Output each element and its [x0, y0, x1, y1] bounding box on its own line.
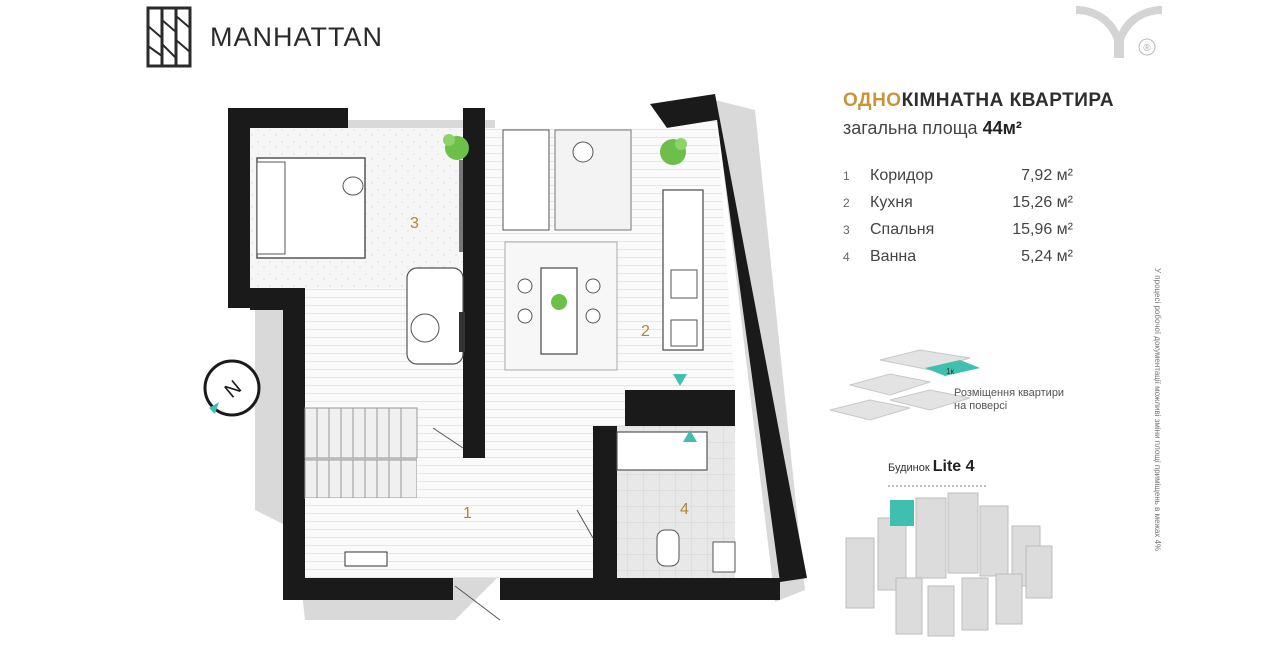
total-area: загальна площа 44м²: [843, 118, 1022, 139]
shoe-bench: [344, 551, 388, 567]
room-row: 4 Ванна 5,24 м²: [843, 243, 1073, 270]
dining-chair: [585, 278, 601, 294]
coffee-table: [572, 141, 594, 163]
room-number: 3: [843, 222, 850, 237]
kitchen-sink: [670, 319, 698, 347]
plant-icon: [551, 294, 567, 310]
floor-plan: 3 1 2 4: [203, 94, 807, 621]
sofa: [502, 129, 550, 231]
room-name: Кухня: [870, 193, 913, 211]
bathroom-door: [576, 509, 594, 539]
rug: [554, 129, 632, 231]
room-name: Коридор: [870, 166, 934, 184]
room-label-1: 1: [463, 505, 472, 522]
kitchen-entry-arrow-icon: [673, 374, 687, 386]
monitor: [459, 312, 465, 352]
room-number: 2: [843, 195, 850, 210]
pillows: [256, 161, 286, 255]
disclaimer-text: У процесі робочої документації можливі з…: [1153, 268, 1162, 552]
apartment-type-rest: КІМНАТНА КВАРТИРА: [901, 90, 1115, 111]
stove: [670, 269, 698, 299]
bathroom-sink: [712, 541, 736, 573]
room-area: 7,92 м²: [1021, 166, 1073, 184]
room-area: 15,96 м²: [1012, 220, 1073, 238]
total-area-value: 44м²: [982, 118, 1022, 138]
room-number: 1: [843, 168, 850, 183]
plant-icon: [443, 134, 469, 160]
room-label-3: 3: [410, 215, 419, 232]
dining-table: [540, 267, 578, 355]
room-name: Ванна: [870, 247, 917, 265]
bedside-lamp: [342, 176, 364, 196]
floor-location-map: 1к: [829, 349, 980, 421]
building-caption: Будинок Lite 4: [888, 458, 975, 476]
plant-icon: [660, 138, 687, 165]
room-label-2: 2: [641, 323, 650, 340]
floor-location-tag: 1к: [946, 367, 954, 376]
floor-location-caption: Розміщення квартири на поверсі: [954, 387, 1064, 413]
floor-location-caption-line1: Розміщення квартири: [954, 387, 1065, 399]
room-name: Спальня: [870, 220, 935, 238]
registered-mark: ®: [1143, 43, 1151, 54]
building-caption-label: Будинок: [888, 462, 930, 474]
room-row: 3 Спальня 15,96 м²: [843, 216, 1073, 243]
toilet: [656, 529, 680, 567]
manhattan-logo-icon: [146, 6, 192, 68]
room-area: 5,24 м²: [1021, 247, 1073, 265]
entrance-door: [454, 585, 501, 621]
room-label-4: 4: [680, 501, 689, 518]
building-name: Lite 4: [932, 458, 975, 475]
dining-chair: [517, 308, 533, 324]
apartment-type-title: ОДНОКІМНАТНА КВАРТИРА: [843, 90, 1114, 112]
stairs: [304, 407, 418, 499]
room-row: 2 Кухня 15,26 м²: [843, 189, 1073, 216]
room-number: 4: [843, 249, 850, 264]
walls: [228, 94, 807, 600]
bathroom-arrow-icon: [683, 430, 697, 442]
desk-chair: [410, 313, 440, 343]
room-list: 1 Коридор 7,92 м² 2 Кухня 15,26 м² 3 Спа…: [843, 162, 1073, 270]
apartment-type-accent: ОДНО: [843, 90, 902, 111]
room-row: 1 Коридор 7,92 м²: [843, 162, 1073, 189]
bedroom-door: [432, 427, 464, 449]
brand-logo: MANHATTAN: [146, 6, 383, 68]
room-area: 15,26 м²: [1012, 193, 1073, 211]
dining-chair: [517, 278, 533, 294]
dining-chair: [585, 308, 601, 324]
apartment-highlight: [925, 360, 980, 376]
compass-icon: N: [203, 359, 261, 417]
floor-location-caption-line2: на поверсі: [954, 400, 1008, 412]
total-area-label: загальна площа: [843, 118, 978, 138]
disclaimer-note: У процесі робочої документації можливі з…: [1150, 268, 1164, 638]
brand-name: MANHATTAN: [210, 21, 383, 52]
desk: [406, 267, 464, 365]
building-highlight: [890, 500, 914, 526]
building-complex-illustration: [845, 485, 1053, 637]
bedroom-wardrobe: [459, 160, 463, 252]
corridor-floor: [417, 458, 593, 578]
developer-logo-icon: ®: [1076, 6, 1162, 58]
